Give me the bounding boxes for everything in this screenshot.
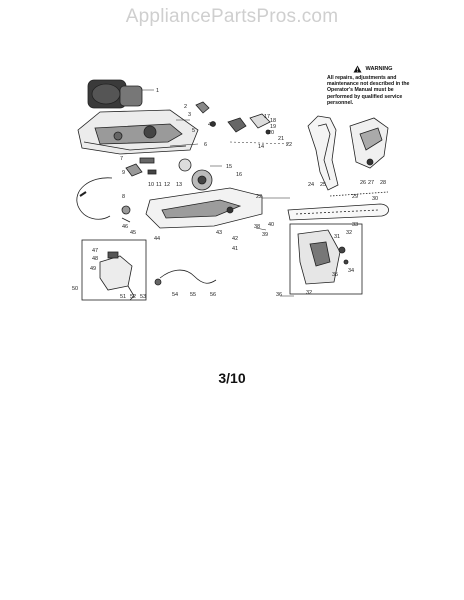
oil-tank-inset	[81, 239, 147, 301]
callout-45: 45	[130, 230, 136, 236]
callout-30: 30	[372, 196, 378, 202]
side-cover-inset	[289, 223, 363, 295]
front-handle	[307, 115, 339, 191]
callout-13: 13	[176, 182, 182, 188]
callout-50: 50	[72, 286, 78, 292]
clip-parts	[195, 101, 271, 135]
callout-2: 2	[184, 104, 187, 110]
callout-9: 9	[122, 170, 125, 176]
callout-36: 36	[276, 292, 282, 298]
callout-16: 16	[236, 172, 242, 178]
callout-20: 20	[268, 130, 274, 136]
callout-35: 35	[332, 272, 338, 278]
warning-triangle-icon	[353, 65, 362, 73]
warning-heading: WARNING	[327, 65, 419, 73]
callout-1: 1	[156, 88, 159, 94]
callout-19: 19	[270, 124, 276, 130]
callout-21: 21	[278, 136, 284, 142]
callout-44: 44	[154, 236, 160, 242]
motor-assembly	[87, 79, 143, 109]
power-cord	[76, 177, 113, 220]
callout-49: 49	[90, 266, 96, 272]
callout-3: 3	[188, 112, 191, 118]
page-number: 3/10	[218, 370, 246, 386]
callout-38: 38	[254, 224, 260, 230]
callout-29: 29	[352, 194, 358, 200]
callout-34: 34	[348, 268, 354, 274]
saw-chain	[329, 191, 389, 197]
callout-48: 48	[92, 256, 98, 262]
callout-7: 7	[120, 156, 123, 162]
callout-5: 5	[192, 128, 195, 134]
chain-guard	[349, 117, 389, 169]
callout-56: 56	[210, 292, 216, 298]
callout-6: 6	[204, 142, 207, 148]
guide-bar	[287, 203, 389, 221]
oil-cap-parts	[121, 205, 217, 286]
rear-handle-housing	[145, 187, 263, 229]
callout-31: 31	[334, 234, 340, 240]
callout-22: 22	[286, 142, 292, 148]
main-housing	[77, 109, 199, 155]
warning-text: All repairs, adjustments and maintenance…	[327, 75, 410, 106]
callout-25: 25	[320, 182, 326, 188]
callout-28: 28	[380, 180, 386, 186]
callout-43: 43	[216, 230, 222, 236]
callout-41: 41	[232, 246, 238, 252]
callout-46: 46	[122, 224, 128, 230]
leader-lines	[142, 89, 294, 297]
callout-8: 8	[122, 194, 125, 200]
callout-32: 32	[346, 230, 352, 236]
callout-15: 15	[226, 164, 232, 170]
callout-53: 53	[140, 294, 146, 300]
switch-parts	[125, 157, 157, 177]
callout-10: 10	[148, 182, 154, 188]
callout-47: 47	[92, 248, 98, 254]
callout-54: 54	[172, 292, 178, 298]
site-watermark-header: AppliancePartsPros.com	[125, 6, 339, 27]
callout-55: 55	[190, 292, 196, 298]
warning-notice: WARNING All repairs, adjustments and mai…	[327, 65, 419, 106]
warning-title: WARNING	[365, 65, 393, 72]
callout-11: 11	[156, 182, 162, 188]
callout-26: 26	[360, 180, 366, 186]
callout-51: 51	[120, 294, 126, 300]
callout-labels: 1 2 3 4 5 6 7 8 9 10 11 12 13 14 15 16 1…	[72, 88, 386, 300]
callout-14: 14	[258, 144, 264, 150]
sprocket-assembly	[178, 158, 213, 191]
callout-33: 33	[352, 222, 358, 228]
callout-52: 52	[130, 294, 136, 300]
callout-4: 4	[208, 122, 211, 128]
callout-32-b: 32	[306, 290, 312, 296]
callout-42: 42	[232, 236, 238, 242]
callout-12: 12	[164, 182, 170, 188]
callout-24: 24	[308, 182, 314, 188]
callout-39: 39	[262, 232, 268, 238]
callout-17: 17	[264, 114, 270, 120]
callout-40: 40	[268, 222, 274, 228]
callout-27: 27	[368, 180, 374, 186]
callout-18: 18	[270, 118, 276, 124]
callout-22-b: 22	[256, 194, 262, 200]
